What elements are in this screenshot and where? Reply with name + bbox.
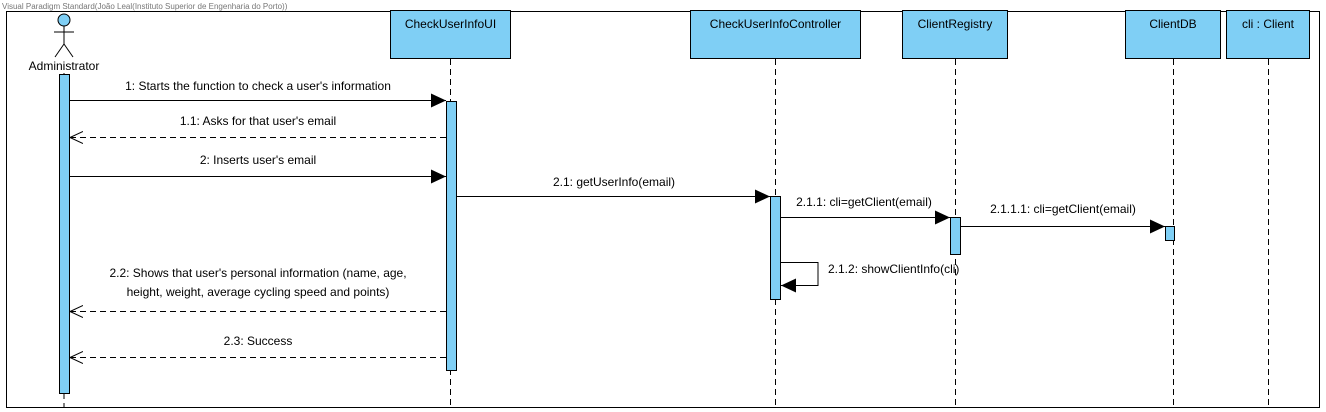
lifeline-label: CheckUserInfoController <box>710 17 841 31</box>
lifeline-head <box>902 10 1008 59</box>
lifeline-checkuserinfoui[interactable]: CheckUserInfoUI <box>390 10 511 59</box>
message-2-1-1-1[interactable]: 2.1.1.1: cli=getClient(email) <box>961 202 1165 234</box>
lifeline-label: ClientRegistry <box>918 17 993 31</box>
message-2-1[interactable]: 2.1: getUserInfo(email) <box>457 175 770 204</box>
lifeline-head <box>1226 10 1310 59</box>
message-label: 2.1.2: showClientInfo(cli) <box>828 262 959 276</box>
activation-bar-controller <box>770 196 781 300</box>
lifeline-clientregistry[interactable]: ClientRegistry <box>902 10 1008 59</box>
message-2-1-1[interactable]: 2.1.1: cli=getClient(email) <box>781 195 950 225</box>
lifeline-cli-client[interactable]: cli : Client <box>1226 10 1310 59</box>
message-label: 2.3: Success <box>224 334 293 348</box>
self-message-arrow <box>781 262 819 293</box>
message-2-3[interactable]: 2.3: Success <box>70 334 446 358</box>
message-1[interactable]: 1: Starts the function to check a user's… <box>70 79 446 108</box>
lifeline-head <box>390 10 511 59</box>
message-2[interactable]: 2: Inserts user's email <box>70 153 446 184</box>
lifeline-head <box>1125 10 1221 59</box>
actor-label: Administrator <box>29 59 100 73</box>
message-label: 2.1: getUserInfo(email) <box>553 175 675 189</box>
message-label: 1.1: Asks for that user's email <box>180 114 336 128</box>
message-2-2[interactable]: 2.2: Shows that user's personal informat… <box>70 266 446 312</box>
lifeline-checkuserinfocontroller[interactable]: CheckUserInfoController <box>690 10 861 59</box>
message-label: 1: Starts the function to check a user's… <box>125 79 391 93</box>
message-1-1[interactable]: 1.1: Asks for that user's email <box>70 114 446 138</box>
watermark: Visual Paradigm Standard(João Leal(Insti… <box>2 2 288 11</box>
actor-administrator[interactable]: Administrator <box>29 13 100 73</box>
stick-figure-icon <box>54 13 74 58</box>
message-label: 2.1.1.1: cli=getClient(email) <box>990 202 1136 216</box>
lifeline-clientdb[interactable]: ClientDB <box>1125 10 1221 59</box>
message-label: 2.1.1: cli=getClient(email) <box>796 195 932 209</box>
message-label-line-2: height, weight, average cycling speed an… <box>127 285 390 299</box>
lifeline-head <box>690 10 861 59</box>
activation-bar-clientdb <box>1165 226 1175 241</box>
lifeline-label: ClientDB <box>1149 17 1196 31</box>
message-label: 2: Inserts user's email <box>200 153 316 167</box>
lifeline-label: cli : Client <box>1242 17 1295 31</box>
lifeline-label: CheckUserInfoUI <box>405 17 496 31</box>
activation-bar-registry <box>950 217 961 255</box>
diagram-frame <box>6 11 1320 408</box>
activation-bar-actor <box>59 74 70 394</box>
message-2-1-2[interactable]: 2.1.2: showClientInfo(cli) <box>781 262 959 293</box>
message-label-line-1: 2.2: Shows that user's personal informat… <box>109 266 406 280</box>
activation-bar-ui <box>446 101 457 371</box>
